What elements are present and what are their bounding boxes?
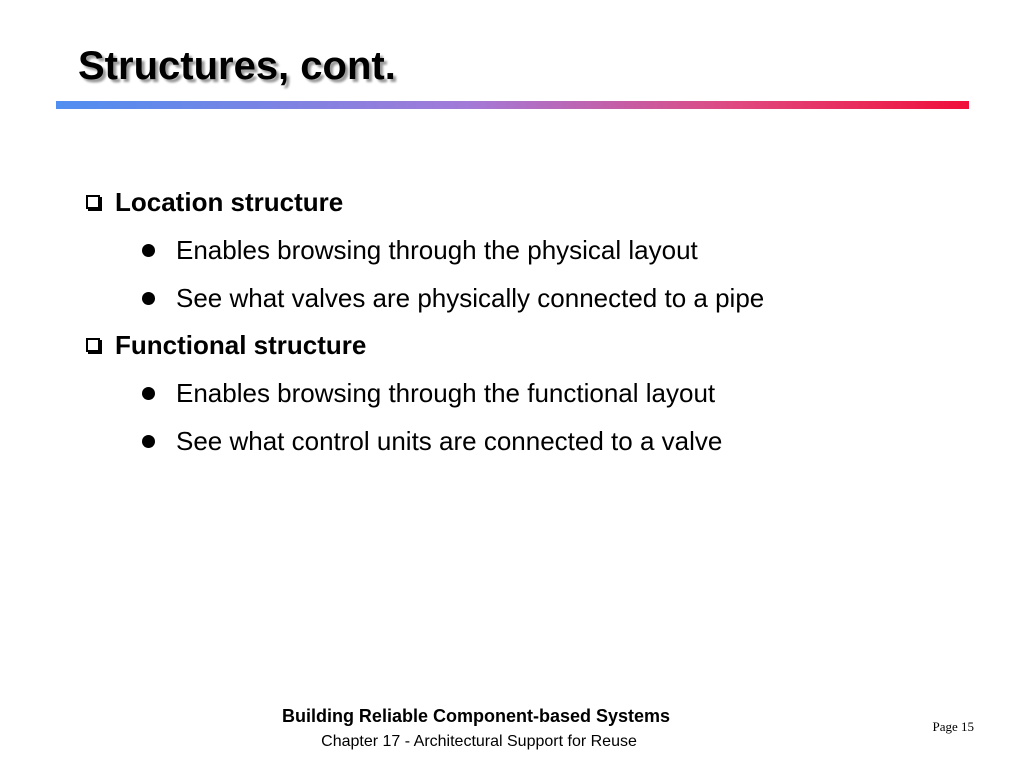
bullet-item: Enables browsing through the functional … xyxy=(142,376,715,410)
footer-chapter: Chapter 17 - Architectural Support for R… xyxy=(321,733,637,750)
bullet-dot-icon xyxy=(142,386,155,400)
bullet-item: Enables browsing through the physical la… xyxy=(142,233,698,267)
section-heading-text: Location structure xyxy=(115,186,344,217)
bullet-item: See what valves are physically connected… xyxy=(142,281,764,315)
bullet-text: Enables browsing through the functional … xyxy=(176,377,716,408)
bullet-dot-icon xyxy=(142,243,155,257)
footer-book-title: Building Reliable Component-based System… xyxy=(281,706,671,726)
checkbox-bullet-icon xyxy=(86,195,100,209)
checkbox-bullet-icon xyxy=(86,338,100,352)
page-number: Page 15 xyxy=(932,719,974,734)
bullet-text: Enables browsing through the physical la… xyxy=(176,234,698,265)
section-heading: Location structure xyxy=(86,185,343,219)
bullet-text: See what control units are connected to … xyxy=(176,425,723,456)
bullet-dot-icon xyxy=(142,291,155,305)
title-underline xyxy=(56,101,969,109)
slide-title: Structures, cont. xyxy=(78,44,396,88)
bullet-item: See what control units are connected to … xyxy=(142,424,722,458)
bullet-text: See what valves are physically connected… xyxy=(176,282,765,313)
section-heading-text: Functional structure xyxy=(115,329,367,360)
section-heading: Functional structure xyxy=(86,328,366,362)
bullet-dot-icon xyxy=(142,434,155,448)
